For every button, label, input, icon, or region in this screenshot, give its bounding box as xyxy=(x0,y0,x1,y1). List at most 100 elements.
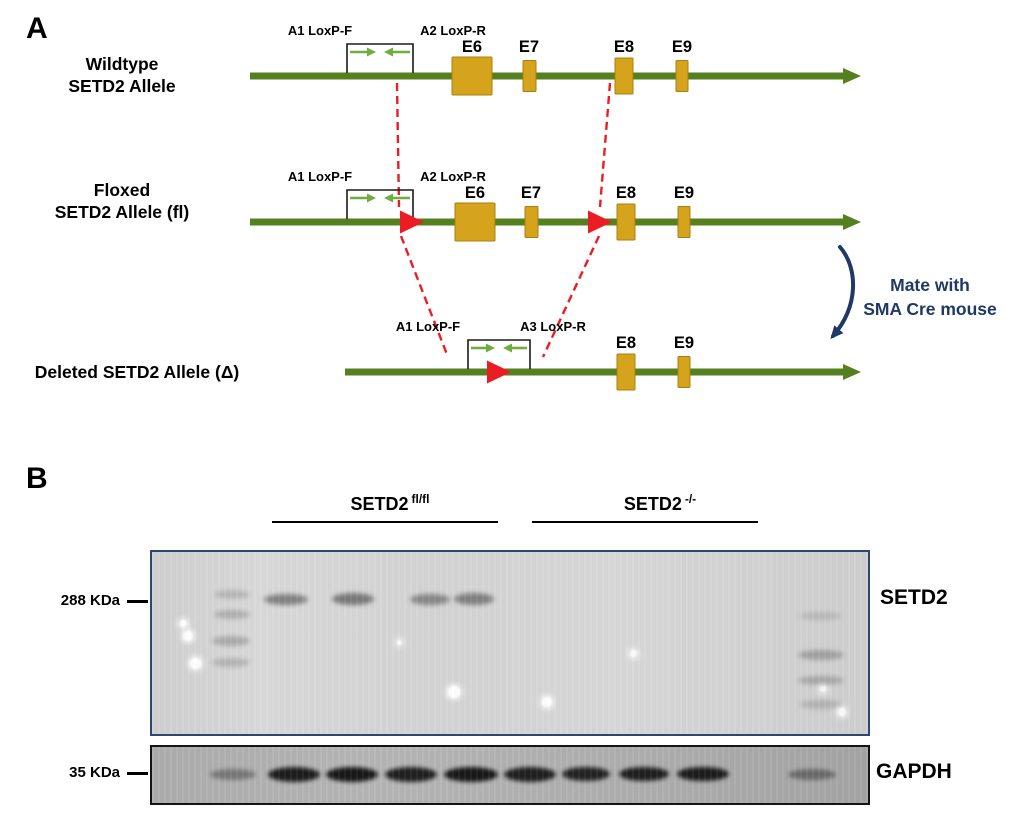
protein-band xyxy=(562,767,610,781)
wildtype-allele-row: Wildtype SETD2 Allele A1 LoxP-F A2 LoxP-… xyxy=(68,23,861,96)
floxed-forward-primer-arrowhead-icon xyxy=(367,193,376,203)
floxed-loxp-site-2-icon xyxy=(588,210,612,234)
deleted-reverse-primer-arrowhead-icon xyxy=(503,343,512,353)
floxed-exon-e9 xyxy=(677,206,691,238)
group-ko-superscript: -/- xyxy=(684,492,697,506)
deleted-primer-bracket xyxy=(467,339,531,369)
protein-band xyxy=(504,767,556,782)
floxed-name-line2: SETD2 Allele (fl) xyxy=(55,202,190,222)
deleted-loxp-site-icon xyxy=(487,360,511,384)
floxed-forward-primer-label: A1 LoxP-F xyxy=(288,169,352,184)
recombination-dashed-line-4 xyxy=(541,235,601,358)
protein-band xyxy=(385,767,437,782)
wildtype-reverse-primer-arrowhead-icon xyxy=(384,47,393,57)
ladder-smudge xyxy=(798,650,844,660)
ladder-smudge xyxy=(800,700,842,709)
wildtype-exon-e7-label: E7 xyxy=(519,38,539,56)
blot-label-setd2: SETD2 xyxy=(880,586,948,609)
wildtype-exon-e8-label: E8 xyxy=(614,38,634,56)
protein-band xyxy=(264,594,308,605)
deleted-exon-e9-label: E9 xyxy=(674,334,694,352)
floxed-exon-e8-label: E8 xyxy=(616,184,636,202)
floxed-exon-e8 xyxy=(616,203,636,241)
blot-label-gapdh: GAPDH xyxy=(876,760,952,783)
deleted-exon-e8 xyxy=(616,353,636,391)
group-ko-base: SETD2 xyxy=(623,494,682,514)
floxed-reverse-primer-label: A2 LoxP-R xyxy=(420,169,486,184)
floxed-allele-row: Floxed SETD2 Allele (fl) A1 LoxP-F A2 Lo… xyxy=(55,169,861,242)
lane-group-underline-flfl xyxy=(272,521,498,523)
protein-band xyxy=(444,767,498,782)
floxed-exon-e6-label: E6 xyxy=(465,184,485,202)
ladder-smudge xyxy=(212,658,250,667)
mate-note-line2: SMA Cre mouse xyxy=(863,299,997,319)
deleted-exon-e9 xyxy=(677,356,691,388)
lane-group-label-ko: SETD2-/- xyxy=(570,492,750,515)
protein-band xyxy=(326,767,378,782)
ladder-smudge xyxy=(800,612,842,620)
protein-band xyxy=(677,767,729,781)
ladder-smudge xyxy=(798,676,844,685)
protein-band xyxy=(454,593,494,605)
deleted-exon-e8-label: E8 xyxy=(616,334,636,352)
floxed-exon-e7-label: E7 xyxy=(521,184,541,202)
protein-band xyxy=(410,594,450,605)
floxed-exon-e7 xyxy=(524,206,539,238)
mate-note-line1: Mate with xyxy=(890,275,970,295)
deleted-allele-arrowhead-icon xyxy=(843,364,861,380)
ladder-smudge xyxy=(212,636,250,646)
protein-band xyxy=(332,593,374,605)
speckle-dot xyxy=(542,697,552,707)
marker-tick-288 xyxy=(127,600,148,603)
group-flfl-base: SETD2 xyxy=(350,494,409,514)
deleted-forward-primer-label: A1 LoxP-F xyxy=(396,319,460,334)
speckle-dot xyxy=(820,686,826,692)
floxed-exon-e9-label: E9 xyxy=(674,184,694,202)
wildtype-exon-e8 xyxy=(614,57,634,95)
marker-tick-35 xyxy=(127,772,148,775)
speckle-dot xyxy=(838,708,846,716)
floxed-reverse-primer-arrowhead-icon xyxy=(384,193,393,203)
protein-band xyxy=(268,767,320,782)
ladder-smudge xyxy=(214,610,250,619)
panel-b-label: B xyxy=(26,462,48,495)
marker-35kda-label: 35 KDa xyxy=(69,764,120,781)
lane-group-underline-ko xyxy=(532,521,758,523)
floxed-name-line1: Floxed xyxy=(94,180,150,200)
recombination-dashed-line-2 xyxy=(598,82,612,208)
speckle-dot xyxy=(190,658,201,669)
protein-band xyxy=(619,767,669,781)
setd2-western-blot-image xyxy=(150,550,870,736)
wildtype-exon-e6 xyxy=(451,56,493,96)
floxed-exon-e6 xyxy=(454,202,496,242)
wildtype-exon-e9 xyxy=(675,60,689,92)
deleted-forward-primer-arrowhead-icon xyxy=(486,343,495,353)
floxed-allele-arrowhead-icon xyxy=(843,214,861,230)
panel-a-gene-diagram: A Wildtype SETD2 Allele A1 LoxP-F A2 Lox… xyxy=(26,12,997,391)
recombination-dashed-line-1 xyxy=(395,82,401,208)
deleted-reverse-primer-label: A3 LoxP-R xyxy=(520,319,586,334)
protein-band xyxy=(788,769,836,780)
speckle-dot xyxy=(180,620,187,627)
protein-band xyxy=(210,769,256,780)
wildtype-reverse-primer-label: A2 LoxP-R xyxy=(420,23,486,38)
floxed-loxp-site-1-icon xyxy=(400,210,424,234)
speckle-dot xyxy=(183,631,193,641)
wildtype-exon-e9-label: E9 xyxy=(672,38,692,56)
group-flfl-superscript: fl/fl xyxy=(411,492,430,506)
speckle-dot xyxy=(448,686,460,698)
mate-cross-arrow-icon xyxy=(830,245,856,340)
wildtype-forward-primer-label: A1 LoxP-F xyxy=(288,23,352,38)
deleted-name: Deleted SETD2 Allele (Δ) xyxy=(35,362,239,382)
ladder-smudge xyxy=(214,590,250,599)
marker-288kda-label: 288 KDa xyxy=(60,592,120,609)
wildtype-name-line1: Wildtype xyxy=(86,54,159,74)
wildtype-forward-primer-arrowhead-icon xyxy=(367,47,376,57)
floxed-primer-bracket xyxy=(346,189,414,219)
wildtype-exon-e6-label: E6 xyxy=(462,38,482,56)
speckle-dot xyxy=(630,650,637,657)
recombination-dashed-line-3 xyxy=(399,235,450,358)
gapdh-western-blot-image xyxy=(150,745,870,805)
